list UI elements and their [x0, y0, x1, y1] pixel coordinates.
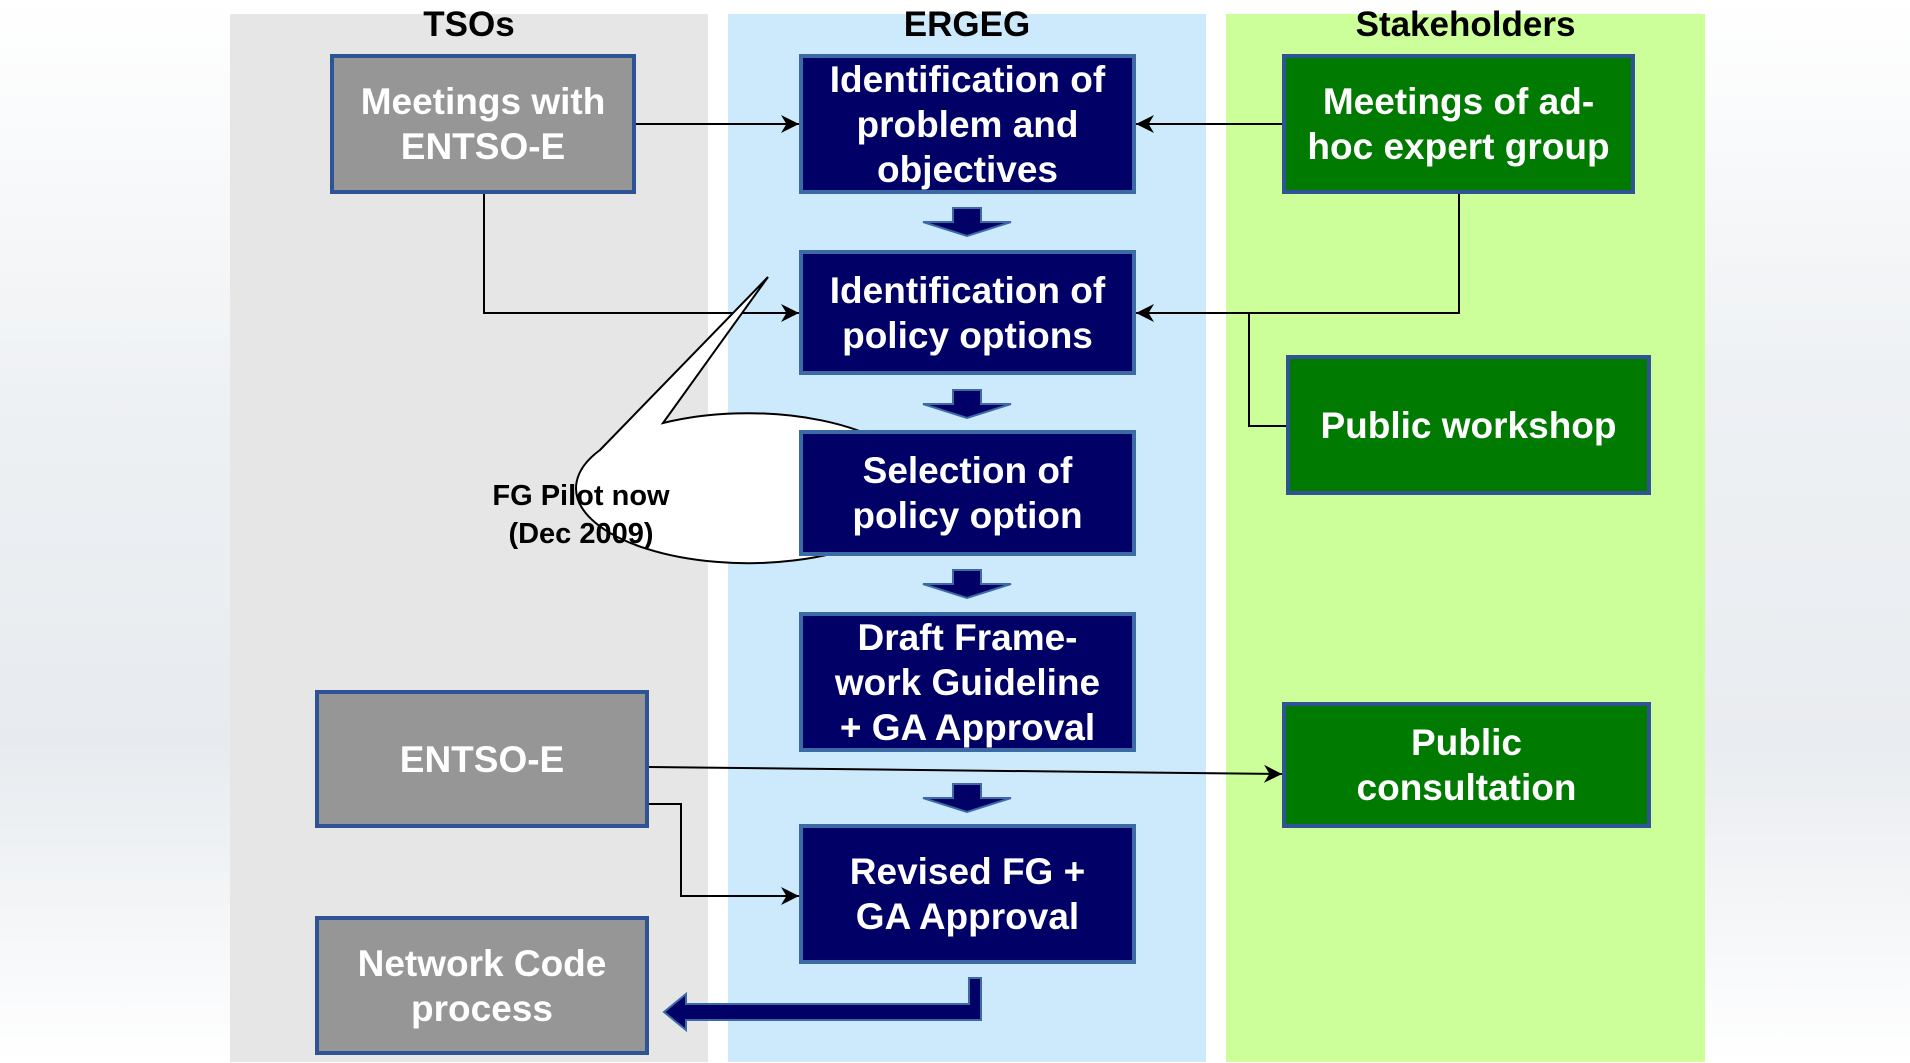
- lane-title-tsos: TSOs: [423, 5, 515, 44]
- step-identification-problem-box[interactable]: Identification of problem and objectives: [799, 54, 1136, 194]
- connector-entsoe-to-step5: [649, 803, 799, 905]
- lane-title-stakeholders: Stakeholders: [1355, 5, 1576, 44]
- step-identification-options-box[interactable]: Identification of policy options: [799, 250, 1136, 375]
- connector-meetings-to-step2: [483, 194, 799, 322]
- step-selection-option-box[interactable]: Selection of policy option: [799, 430, 1136, 556]
- connector-expert-to-step2: [1136, 194, 1460, 322]
- step-draft-framework-box[interactable]: Draft Frame- work Guideline + GA Approva…: [799, 612, 1136, 752]
- entsoe-box[interactable]: ENTSO-E: [315, 690, 649, 828]
- public-workshop-box[interactable]: Public workshop: [1286, 355, 1651, 495]
- flow-arrow-3: [922, 569, 1012, 600]
- connector-workshop-to-step2: [1248, 313, 1288, 427]
- flow-arrow-4: [922, 783, 1012, 814]
- flow-arrow-1: [922, 207, 1012, 238]
- meetings-with-entsoe-box[interactable]: Meetings with ENTSO-E: [330, 54, 636, 194]
- background-pylon-image: [0, 0, 232, 1063]
- step-revised-fg-box[interactable]: Revised FG + GA Approval: [799, 824, 1136, 964]
- public-consultation-box[interactable]: Public consultation: [1282, 702, 1651, 828]
- flow-arrow-2: [922, 389, 1012, 420]
- lane-title-ergeg: ERGEG: [903, 5, 1031, 44]
- return-arrow-to-network-code: [662, 977, 982, 1033]
- expert-group-meetings-box[interactable]: Meetings of ad- hoc expert group: [1282, 54, 1635, 194]
- fg-pilot-callout-text: FG Pilot now (Dec 2009): [492, 480, 670, 550]
- background-gas-burner-image: [1700, 0, 1910, 1063]
- connector-entsoe-to-consultation: [648, 764, 1283, 783]
- network-code-process-box[interactable]: Network Code process: [315, 916, 649, 1055]
